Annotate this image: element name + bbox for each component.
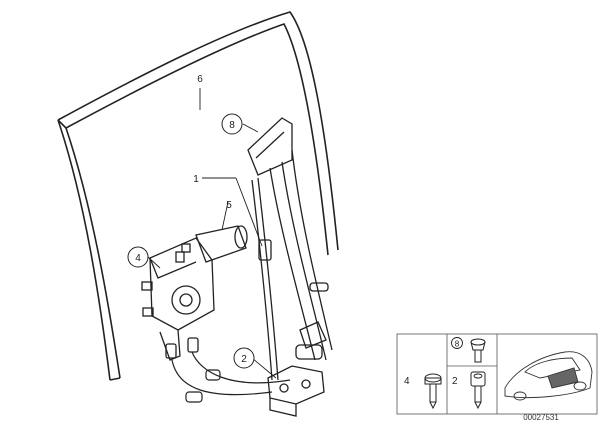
front-cable-guide [251,177,279,381]
regulator-cables [171,351,291,403]
guide-rail [247,117,333,361]
fastener-4: 4 [404,373,442,410]
callout-5: 5 [226,200,232,211]
document-number: 00027531 [523,413,559,422]
svg-text:4: 4 [404,376,410,387]
fastener-2: 2 [452,371,486,410]
lower-bracket [267,365,325,417]
callout-2: 2 [233,347,255,369]
leader-lines [147,88,277,379]
svg-text:4: 4 [135,253,141,264]
svg-text:6: 6 [197,74,203,85]
fastener-8: 8 [451,337,486,363]
window-motor [141,225,248,361]
svg-text:8: 8 [455,340,460,349]
callout-6: 6 [197,74,203,85]
svg-text:2: 2 [241,354,247,365]
svg-text:8: 8 [229,120,235,131]
window-glass [57,11,339,381]
svg-text:1: 1 [193,174,199,185]
car-locator-icon [504,351,593,401]
svg-text:5: 5 [226,200,232,211]
callout-1: 1 [193,174,199,185]
fastener-inset: 4 8 2 00027531 [396,333,598,422]
callout-4: 4 [127,246,149,268]
svg-text:2: 2 [452,376,458,387]
callout-8: 8 [221,113,243,135]
